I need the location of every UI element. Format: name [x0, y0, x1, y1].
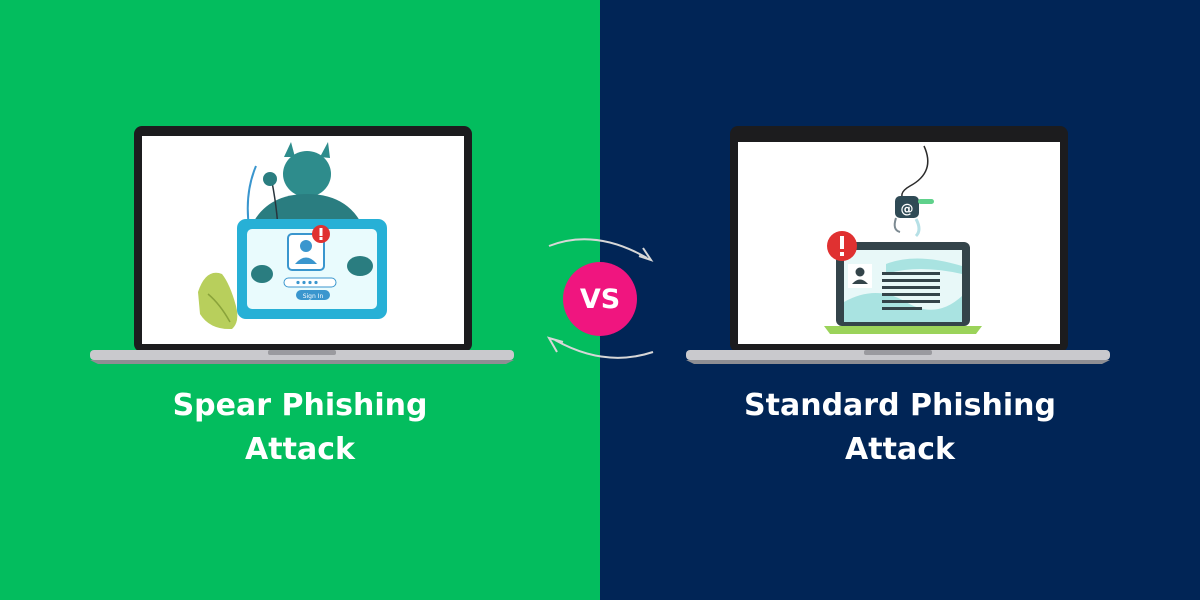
spear-phishing-title-line1: Spear Phishing [172, 388, 428, 423]
spear-phishing-laptop: Sign In [90, 124, 514, 364]
vs-badge: VS [563, 262, 637, 336]
spear-phishing-title-line2: Attack [245, 432, 355, 467]
standard-phishing-laptop: @ [686, 124, 1110, 364]
spear-phishing-illustration: Sign In [90, 126, 514, 364]
spear-phishing-title: Spear Phishing Attack [0, 384, 600, 472]
standard-phishing-illustration: @ [686, 126, 1110, 364]
standard-phishing-title-line2: Attack [845, 432, 955, 467]
swap-arrows-icon [546, 238, 654, 359]
standard-phishing-title-line1: Standard Phishing [744, 388, 1056, 423]
standard-phishing-title: Standard Phishing Attack [600, 384, 1200, 472]
email-symbol: @ [901, 202, 914, 217]
signin-label: Sign In [303, 293, 324, 300]
